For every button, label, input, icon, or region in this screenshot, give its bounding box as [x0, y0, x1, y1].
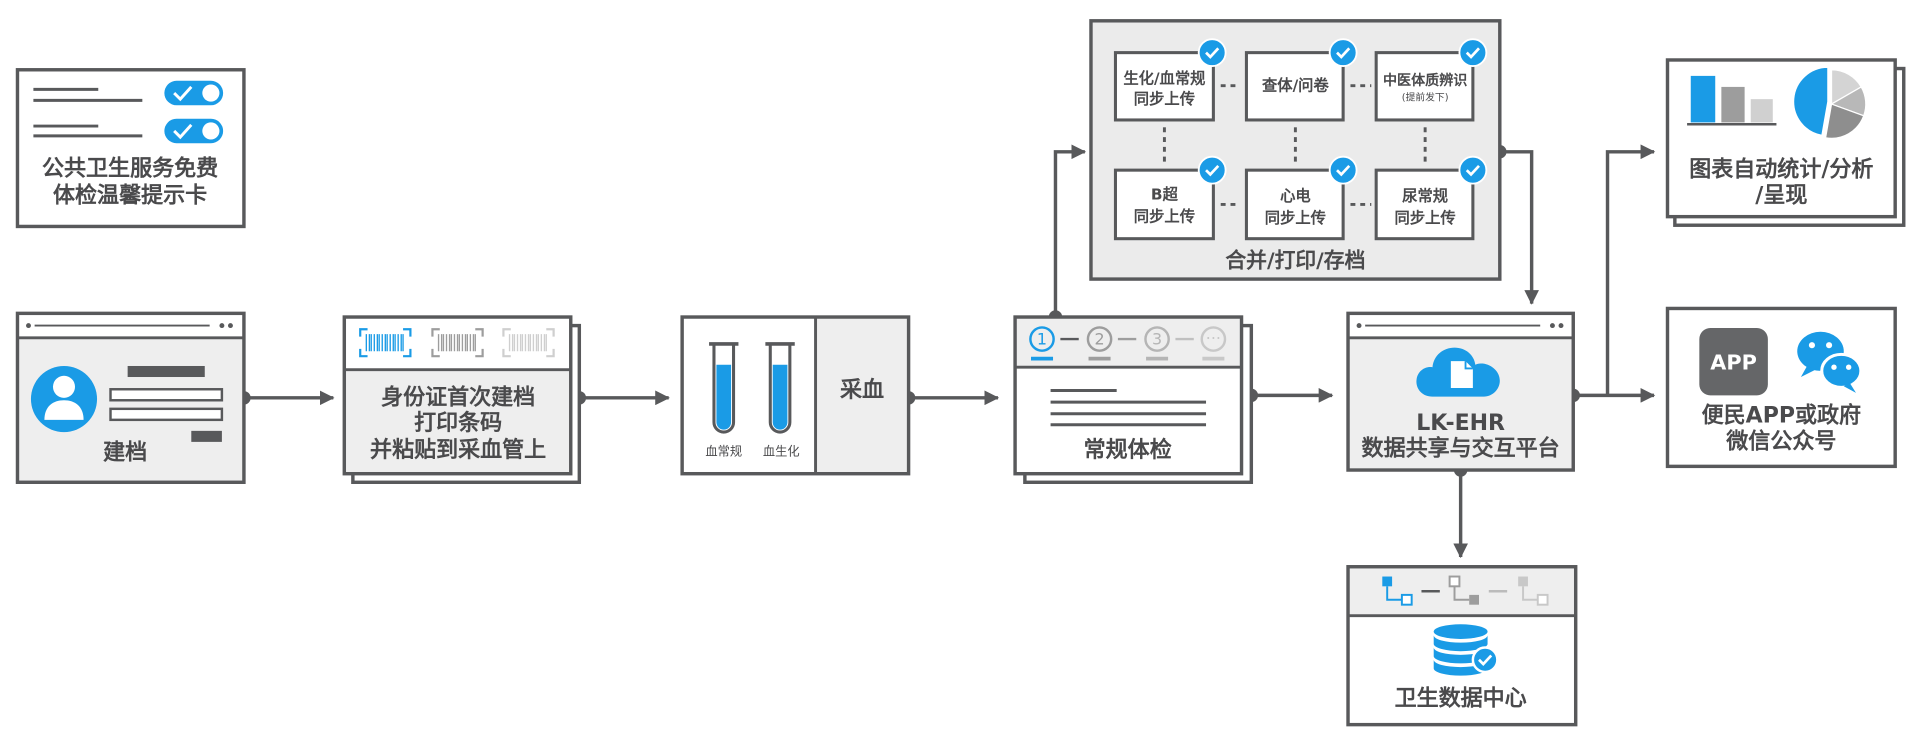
platform-card: LK-EHR 数据共享与交互平台 — [1346, 311, 1575, 472]
database-check-icon — [1433, 624, 1499, 676]
window-bar-icon — [1356, 323, 1564, 329]
cloud-document-icon — [1416, 347, 1500, 397]
arrow-blood-to-exam — [901, 390, 1000, 406]
test-tube-icon — [765, 342, 795, 434]
step-more: ··· — [1206, 328, 1221, 347]
exam-card-label: 常规体检 — [1084, 437, 1172, 463]
archive-item-ultrasound — [1113, 168, 1215, 241]
node-tree-icon — [1382, 576, 1413, 606]
data-center-card-label: 卫生数据中心 — [1395, 685, 1527, 711]
platform-card-title: LK-EHR — [1416, 411, 1505, 436]
stats-card-line-1: 图表自动统计/分析 — [1689, 157, 1873, 183]
tube-label-routine: 血常规 — [705, 444, 742, 459]
check-badge-icon — [1458, 155, 1488, 185]
arrow-barcode-to-blood — [572, 390, 670, 406]
test-tube-icon — [709, 342, 739, 434]
window-bar-icon — [26, 323, 233, 329]
app-card: APP 便民APP或政府 微信公众号 — [1665, 306, 1897, 469]
stats-card-line-2: /呈现 — [1755, 183, 1807, 208]
step-2: 2 — [1094, 330, 1104, 349]
archive-group-label: 合并/打印/存档 — [1225, 249, 1365, 273]
archive-item-tcm-note: (提前发下) — [1402, 90, 1449, 103]
arrow-platform-to-stats — [1605, 144, 1656, 396]
barcode-card-line-2: 打印条码 — [414, 410, 502, 436]
tips-card-title-line-1: 公共卫生服务免费 — [42, 155, 218, 181]
node-tree-icon — [1448, 575, 1479, 605]
app-icon: APP — [1699, 328, 1768, 396]
check-badge-icon — [1328, 155, 1358, 185]
dotted-connectors — [1162, 84, 1427, 206]
app-card-line-2: 微信公众号 — [1725, 428, 1836, 454]
barcode-scan-icon — [359, 328, 412, 358]
check-badge-icon — [1197, 155, 1227, 185]
archive-item-urine-line-2: 同步上传 — [1395, 209, 1456, 227]
node-tree-icon — [1518, 576, 1549, 606]
tube-label-biochem: 血生化 — [763, 445, 800, 459]
barcode-card-line-3: 并粘贴到采血管上 — [370, 437, 546, 463]
archive-item-biochem-line-1: 生化/血常规 — [1123, 69, 1205, 87]
archive-item-boxes — [1113, 51, 1475, 241]
text-lines-icon — [33, 87, 143, 138]
check-badge-icon — [1458, 38, 1488, 68]
wechat-icon — [1797, 331, 1863, 393]
data-center-card: 卫生数据中心 — [1346, 565, 1578, 727]
barcode-card: 身份证首次建档 打印条码 并粘贴到采血管上 — [342, 315, 582, 484]
bar-chart-icon — [1687, 75, 1777, 126]
archive-item-tcm — [1374, 51, 1475, 122]
arrow-exam-to-platform — [1244, 388, 1334, 403]
archive-item-biochem-line-2: 同步上传 — [1134, 90, 1195, 108]
check-badge-icon — [1197, 38, 1227, 68]
arrow-register-to-barcode — [237, 390, 335, 406]
form-fields-icon — [109, 365, 224, 442]
text-lines-icon — [1050, 389, 1207, 427]
step-3: 3 — [1152, 330, 1162, 349]
archive-item-questionnaire-label: 查体/问卷 — [1262, 77, 1329, 95]
barcode-scan-icon — [431, 328, 484, 358]
toggle-check-icon — [164, 80, 224, 106]
stats-card: 图表自动统计/分析 /呈现 — [1665, 58, 1906, 227]
blood-card-label: 采血 — [840, 377, 884, 403]
archive-item-urine — [1374, 168, 1475, 241]
pie-chart-icon — [1793, 66, 1867, 139]
tips-card-title-line-2: 体检温馨提示卡 — [53, 182, 207, 208]
archive-item-ecg-line-1: 心电 — [1280, 187, 1311, 205]
tips-card: 公共卫生服务免费 体检温馨提示卡 — [15, 68, 246, 229]
blood-card: 血常规 血生化 采血 — [680, 315, 911, 476]
archive-group: 生化/血常规 同步上传 查体/问卷 中医体质辨识 (提前发下) B超 同步上传 … — [1089, 19, 1502, 281]
archive-item-urine-line-1: 尿常规 — [1402, 187, 1448, 205]
archive-item-ultrasound-line-1: B超 — [1151, 186, 1179, 204]
arrow-platform-to-app — [1566, 388, 1656, 403]
archive-item-ultrasound-line-2: 同步上传 — [1134, 208, 1195, 226]
step-indicator — [1029, 326, 1227, 361]
archive-item-ecg-line-2: 同步上传 — [1265, 209, 1326, 227]
barcode-scan-icon — [502, 328, 555, 358]
barcode-card-line-1: 身份证首次建档 — [381, 384, 535, 410]
archive-item-ecg — [1244, 168, 1345, 241]
app-card-line-1: 便民APP或政府 — [1702, 403, 1861, 429]
user-avatar-icon — [30, 365, 98, 433]
arrow-platform-to-data-center — [1453, 463, 1468, 559]
register-card: 建档 — [15, 311, 246, 484]
register-card-label: 建档 — [103, 440, 147, 465]
step-1: 1 — [1037, 330, 1047, 349]
check-badge-icon — [1328, 38, 1358, 68]
toggle-check-icon — [164, 118, 224, 144]
exam-card: 1 2 3 ··· 常规体检 — [1013, 315, 1254, 484]
arrow-exam-to-archive — [1048, 144, 1087, 324]
archive-item-biochem — [1113, 51, 1215, 122]
archive-item-tcm-label: 中医体质辨识 — [1383, 72, 1467, 89]
app-icon-label: APP — [1710, 350, 1757, 374]
archive-item-questionnaire — [1244, 51, 1345, 122]
platform-card-subtitle: 数据共享与交互平台 — [1362, 436, 1560, 462]
